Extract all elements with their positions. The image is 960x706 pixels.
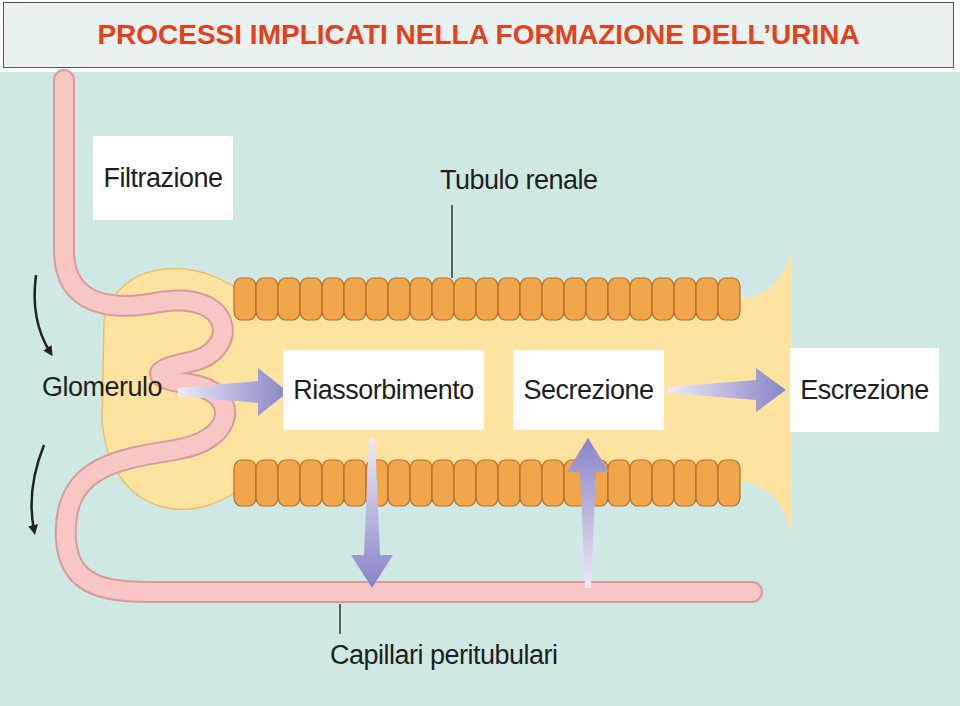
- tubule-cell: [652, 460, 674, 506]
- tubule-cell: [366, 278, 388, 320]
- tubule-cell: [410, 278, 432, 320]
- box-text: Escrezione: [800, 375, 929, 406]
- tubule-cell: [498, 460, 520, 506]
- tubule-cell: [674, 278, 696, 320]
- secretion-arrow: [567, 438, 609, 588]
- leader-line: [451, 205, 453, 278]
- tubule-cell: [410, 460, 432, 506]
- tubule-cell: [498, 278, 520, 320]
- tubule-cell: [278, 460, 300, 506]
- process-label-box: Secrezione: [513, 350, 664, 430]
- tubule-cell: [564, 278, 586, 320]
- part-name: Tubulo renale: [440, 165, 598, 196]
- tubule-cell: [278, 278, 300, 320]
- tubule-cell: [630, 278, 652, 320]
- tubule-cell: [234, 278, 256, 320]
- tubule-cell: [674, 460, 696, 506]
- tubule-cell: [300, 460, 322, 506]
- tubule-cell: [718, 278, 740, 320]
- tubule-cell: [256, 278, 278, 320]
- tubule-cell: [344, 460, 366, 506]
- tubule-cell: [454, 460, 476, 506]
- part-name: Glomerulo: [42, 372, 162, 403]
- tubule-cell: [586, 278, 608, 320]
- title-text: PROCESSI IMPLICATI NELLA FORMAZIONE DELL…: [97, 19, 859, 51]
- tubule-cell: [718, 460, 740, 506]
- tubule-cell: [432, 278, 454, 320]
- tubule-cell: [388, 278, 410, 320]
- tubule-cell: [520, 460, 542, 506]
- process-label-box: Escrezione: [790, 348, 939, 432]
- tubule-cell: [652, 278, 674, 320]
- process-label-box: Filtrazione: [93, 136, 233, 220]
- background: [0, 72, 960, 706]
- part-name: Capillari peritubulari: [330, 640, 558, 671]
- tubule-cell: [696, 460, 718, 506]
- tubule-cell: [520, 278, 542, 320]
- tubule-cell: [432, 460, 454, 506]
- tubule-cell: [388, 460, 410, 506]
- process-label-box: Riassorbimento: [283, 350, 484, 430]
- leader-line: [339, 604, 341, 634]
- tubule-cell: [322, 278, 344, 320]
- tubule-cell: [322, 460, 344, 506]
- blood-vessel: [64, 80, 752, 592]
- tubule-cell: [696, 278, 718, 320]
- tubule-cell: [234, 460, 256, 506]
- tubule-cells: [234, 278, 740, 506]
- tubule-cell: [608, 278, 630, 320]
- tubule-cell: [476, 278, 498, 320]
- tubule-cell: [608, 460, 630, 506]
- tubule-cell: [300, 278, 322, 320]
- tubule-cell: [344, 278, 366, 320]
- flow-arrow: [35, 275, 50, 352]
- tubule-cell: [256, 460, 278, 506]
- tubule-cell: [630, 460, 652, 506]
- tubule-cell: [454, 278, 476, 320]
- filtration-arrow: [178, 368, 288, 416]
- box-text: Filtrazione: [103, 163, 222, 194]
- process-arrow: [668, 368, 786, 412]
- title-bar: PROCESSI IMPLICATI NELLA FORMAZIONE DELL…: [3, 2, 954, 68]
- reabsorption-arrow: [351, 438, 393, 588]
- tubule-cell: [542, 278, 564, 320]
- tubule-cell: [542, 460, 564, 506]
- box-text: Riassorbimento: [293, 375, 474, 406]
- flow-arrow: [32, 445, 44, 530]
- box-text: Secrezione: [523, 375, 653, 406]
- tubule-cell: [476, 460, 498, 506]
